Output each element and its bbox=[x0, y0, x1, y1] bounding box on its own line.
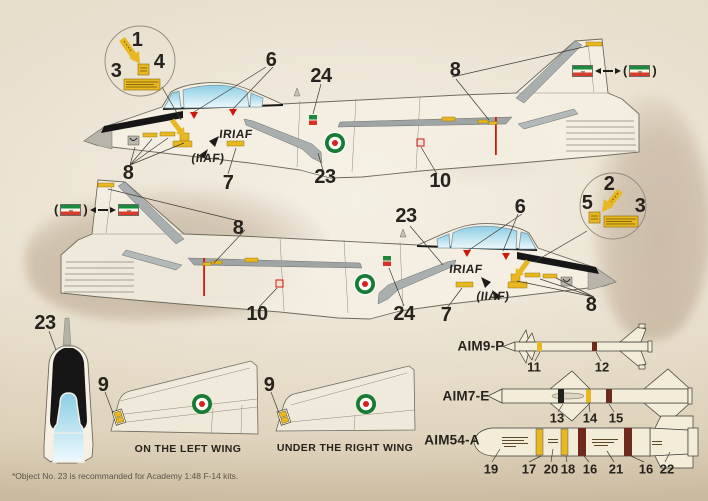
callout-8-top-left: 8 bbox=[122, 162, 134, 184]
callout-24-mid: 24 bbox=[393, 303, 415, 325]
callout-18: 18 bbox=[560, 461, 576, 477]
callout-21: 21 bbox=[608, 461, 624, 477]
flag-legend-mid: ( ) bbox=[54, 203, 139, 217]
callout-7-mid: 7 bbox=[440, 304, 452, 326]
callout-19: 19 bbox=[483, 461, 499, 477]
callout-8-top-right: 8 bbox=[449, 59, 461, 81]
footer-note: *Object No. 23 is recommanded for Academ… bbox=[12, 471, 239, 481]
callout-14: 14 bbox=[582, 410, 598, 426]
alt-paren-close: ) bbox=[652, 63, 657, 78]
missile-aim9p bbox=[502, 323, 653, 370]
arrow-right-icon bbox=[109, 207, 116, 213]
iiaf-marking-mid: (IIAF) bbox=[475, 289, 511, 303]
callout-10-top: 10 bbox=[429, 170, 451, 192]
arrow-bar bbox=[97, 209, 108, 211]
iriaf-marking-top: IRIAF bbox=[218, 127, 254, 141]
callout-24-top: 24 bbox=[310, 65, 332, 87]
leader-lines bbox=[48, 45, 671, 463]
callout-6-mid: 6 bbox=[514, 196, 526, 218]
callout-10-mid: 10 bbox=[246, 303, 268, 325]
callout-23-nose: 23 bbox=[34, 312, 56, 334]
alt-paren-open: ( bbox=[54, 202, 59, 217]
callout-8-mid-left: 8 bbox=[232, 217, 244, 239]
callout-9-left-wing: 9 bbox=[97, 374, 109, 396]
callout-16-a: 16 bbox=[582, 461, 598, 477]
callout-11: 11 bbox=[527, 359, 541, 375]
missile-aim7e bbox=[487, 368, 693, 424]
callout-23-mid: 23 bbox=[395, 205, 417, 227]
missile-name-aim7e: AIM7-E bbox=[442, 388, 490, 404]
wing-right-underside-view bbox=[275, 365, 416, 432]
callout-13: 13 bbox=[549, 410, 565, 426]
wing-left-top-view bbox=[110, 360, 259, 435]
flag-legend-top: ( ) bbox=[572, 64, 657, 78]
alt-paren-close: ) bbox=[83, 202, 88, 217]
callout-15: 15 bbox=[608, 410, 624, 426]
callout-7-top: 7 bbox=[222, 172, 234, 194]
callout-4: 4 bbox=[153, 51, 165, 73]
detail-circle-mid bbox=[533, 172, 647, 263]
arrow-bar bbox=[603, 70, 613, 72]
missile-name-aim54a: AIM54-A bbox=[424, 432, 480, 448]
aircraft-top-profile bbox=[84, 39, 639, 178]
callout-22: 22 bbox=[659, 461, 675, 477]
missile-name-aim9p: AIM9-P bbox=[457, 338, 505, 354]
arrow-right-icon bbox=[615, 68, 621, 74]
callout-1: 1 bbox=[131, 29, 143, 51]
arrow-left-icon bbox=[595, 68, 601, 74]
iriaf-marking-mid: IRIAF bbox=[448, 262, 484, 276]
iran-flag-decal-alt bbox=[60, 204, 82, 216]
callout-16-b: 16 bbox=[638, 461, 654, 477]
callout-9-right-wing: 9 bbox=[263, 374, 275, 396]
callout-12: 12 bbox=[594, 359, 610, 375]
aircraft-mid-profile bbox=[61, 180, 616, 319]
iran-flag-decal-alt bbox=[629, 65, 651, 77]
iran-flag-decal bbox=[117, 204, 139, 216]
callout-6-top: 6 bbox=[265, 49, 277, 71]
callout-3-top: 3 bbox=[110, 60, 122, 82]
callout-2: 2 bbox=[603, 173, 615, 195]
callout-17: 17 bbox=[521, 461, 537, 477]
caption-left-wing: ON THE LEFT WING bbox=[134, 442, 242, 455]
missile-aim54a bbox=[473, 415, 699, 469]
arrow-left-icon bbox=[89, 207, 96, 213]
callout-20: 20 bbox=[543, 461, 559, 477]
callout-8-mid-right: 8 bbox=[585, 294, 597, 316]
nose-front-view bbox=[43, 317, 94, 464]
iiaf-marking-top: (IIAF) bbox=[190, 151, 226, 165]
alt-paren-open: ( bbox=[623, 63, 628, 78]
iran-flag-decal bbox=[572, 65, 593, 77]
detail-circle-top bbox=[104, 25, 182, 121]
callout-23-top: 23 bbox=[314, 166, 336, 188]
caption-right-wing: UNDER THE RIGHT WING bbox=[276, 441, 414, 454]
callout-3-mid: 3 bbox=[634, 195, 646, 217]
callout-5: 5 bbox=[581, 192, 593, 214]
